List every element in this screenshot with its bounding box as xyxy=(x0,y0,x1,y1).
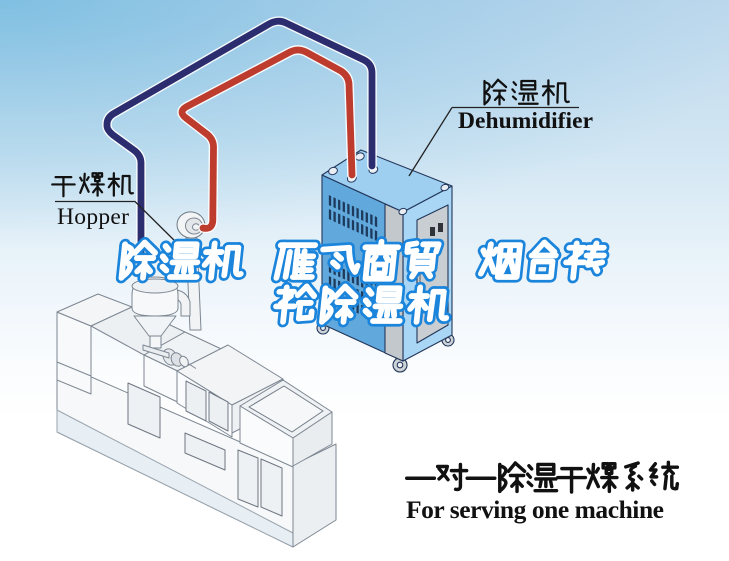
svg-text:Dehumidifier: Dehumidifier xyxy=(458,108,593,134)
svg-text:For serving one machine: For serving one machine xyxy=(406,495,664,524)
svg-text:Hopper: Hopper xyxy=(57,204,129,230)
